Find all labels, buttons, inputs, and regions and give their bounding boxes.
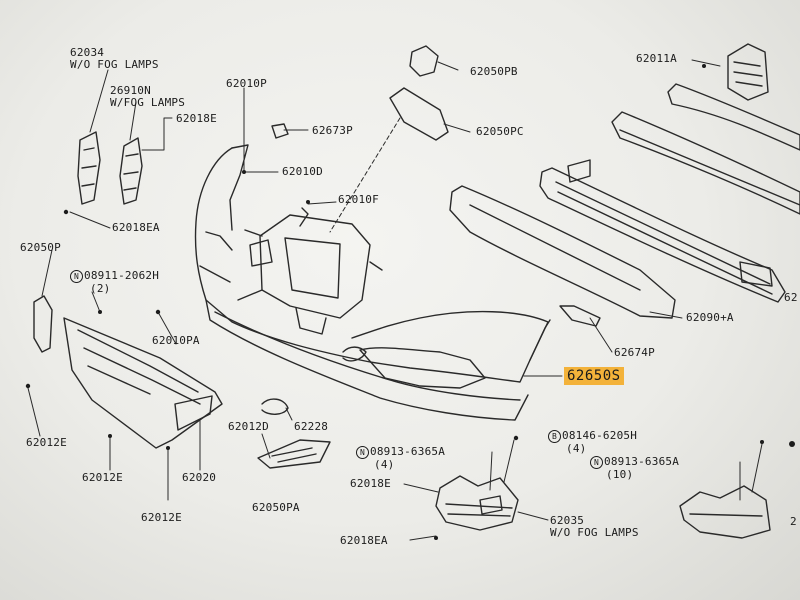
callout-62012e-b: 62012E — [82, 471, 123, 484]
callout-62010d: 62010D — [282, 165, 323, 178]
front-grille — [63, 317, 223, 449]
callout-62010p: 62010P — [226, 77, 267, 90]
callout-62050pc: 62050PC — [476, 125, 524, 138]
callout-62050p: 62050P — [20, 241, 61, 254]
upper-bracket — [727, 43, 769, 101]
callout-62012d: 62012D — [228, 420, 269, 433]
callout-62-edge: 62 — [784, 291, 798, 304]
leader-lines — [27, 59, 763, 541]
callout-62020: 62020 — [182, 471, 217, 484]
callout-62673p: 62673P — [312, 124, 353, 137]
clip-62674p — [559, 305, 601, 327]
side-grille-left — [33, 295, 53, 353]
callout-62050pb: 62050PB — [470, 65, 518, 78]
lower-lamp-bracket — [435, 475, 519, 531]
fog-lamp-brackets — [77, 131, 143, 205]
callout-62050pa: 62050PA — [252, 501, 300, 514]
callout-62018ea-left: 62018EA — [112, 221, 160, 234]
upper-reinforcement — [611, 83, 800, 215]
callout-62012e-c: 62012E — [141, 511, 182, 524]
b-circle-icon: B — [548, 430, 561, 443]
n-circle-icon: N — [356, 446, 369, 459]
callout-26910n: 26910N W/FOG LAMPS — [110, 84, 186, 109]
callout-62012e-a: 62012E — [26, 436, 67, 449]
energy-absorber — [449, 185, 676, 319]
clip-62050pb — [409, 45, 439, 77]
bumper-fascia — [194, 144, 551, 421]
callout-62674p: 62674P — [614, 346, 655, 359]
callout-62011a: 62011A — [636, 52, 677, 65]
callout-62018e-bottom: 62018E — [350, 477, 391, 490]
clip-62673p — [271, 123, 289, 139]
grommet-62228 — [261, 398, 289, 415]
reinforcement-beam — [539, 159, 786, 303]
callout-62228: 62228 — [294, 420, 329, 433]
callout-62010f: 62010F — [338, 193, 379, 206]
n-circle-icon: N — [70, 270, 83, 283]
right-lower-bracket — [679, 485, 771, 539]
fog-cover — [257, 439, 331, 469]
callout-2-edge: 2 — [790, 515, 797, 528]
callout-62035: 62035 W/O FOG LAMPS — [550, 514, 639, 539]
core-support-frame — [237, 207, 383, 335]
callout-62018e-top: 62018E — [176, 112, 217, 125]
highlighted-part-number: 62650S — [564, 367, 624, 385]
callout-62034: 62034 W/O FOG LAMPS — [70, 46, 159, 71]
callout-62018ea-bottom: 62018EA — [340, 534, 388, 547]
fasteners — [25, 64, 795, 540]
callout-62010pa: 62010PA — [152, 334, 200, 347]
n-circle-icon: N — [590, 456, 603, 469]
callout-62090a: 62090+A — [686, 311, 734, 324]
bracket-62050pc — [389, 87, 449, 141]
